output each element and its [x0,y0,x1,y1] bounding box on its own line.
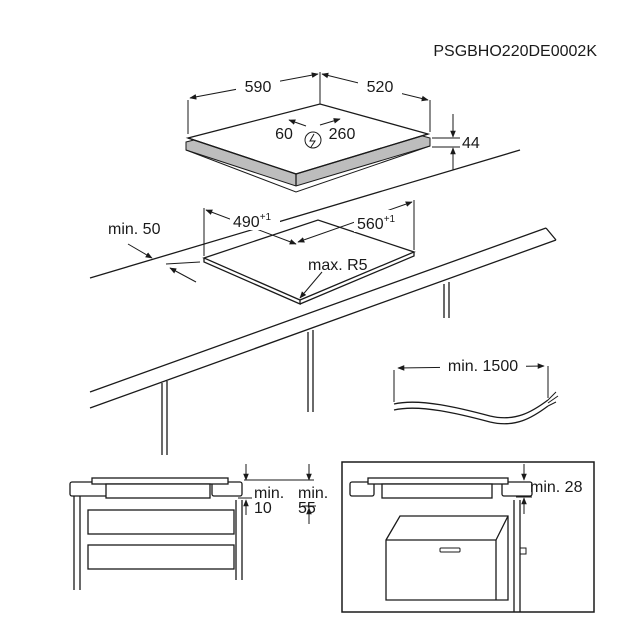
min-label-a: min. [254,485,284,502]
cutout-width-tolerance: +1 [384,214,396,225]
dim-hob-width: 590 [187,72,321,134]
section-left: min. 10 min. 55 [69,464,328,590]
hob-width-value: 590 [245,79,272,96]
cable-left-value: 60 [275,126,293,143]
front-gap-value: min. 50 [108,221,161,238]
section-right-gap-value: min. 28 [530,479,583,496]
cable-length-value: min. 1500 [448,358,518,375]
min-value-b: 55 [298,500,316,517]
dim-hob-depth: 520 [321,72,431,132]
min-label-b: min. [298,485,328,502]
cable-right-value: 260 [329,126,356,143]
power-symbol-icon [304,131,322,149]
hob-height-value: 44 [462,135,480,152]
section-right: min. 28 [341,461,595,613]
svg-text:560+1: 560+1 [357,214,396,233]
dim-cable-position: 60 260 [275,118,356,143]
hob-drawing [185,103,431,193]
cutout-width-value: 560 [357,216,384,233]
model-code: PSGBHO220DE0002K [433,43,597,60]
dim-corner-radius: max. R5 [299,257,368,299]
cutout-depth-value: 490 [233,214,260,231]
dim-front-gap: min. 50 [108,221,201,283]
dim-cutout-width: 560+1 [297,200,415,250]
min-value-a: 10 [254,500,272,517]
dim-hob-height: 44 [432,114,480,170]
svg-text:490+1: 490+1 [233,212,272,231]
worktop-drawing [89,149,557,455]
hob-depth-value: 520 [367,79,394,96]
cutout-depth-tolerance: +1 [260,212,272,223]
cable-drawing: min. 1500 [393,354,559,425]
dim-cutout-depth: 490+1 [203,208,297,256]
corner-radius-value: max. R5 [308,257,368,274]
